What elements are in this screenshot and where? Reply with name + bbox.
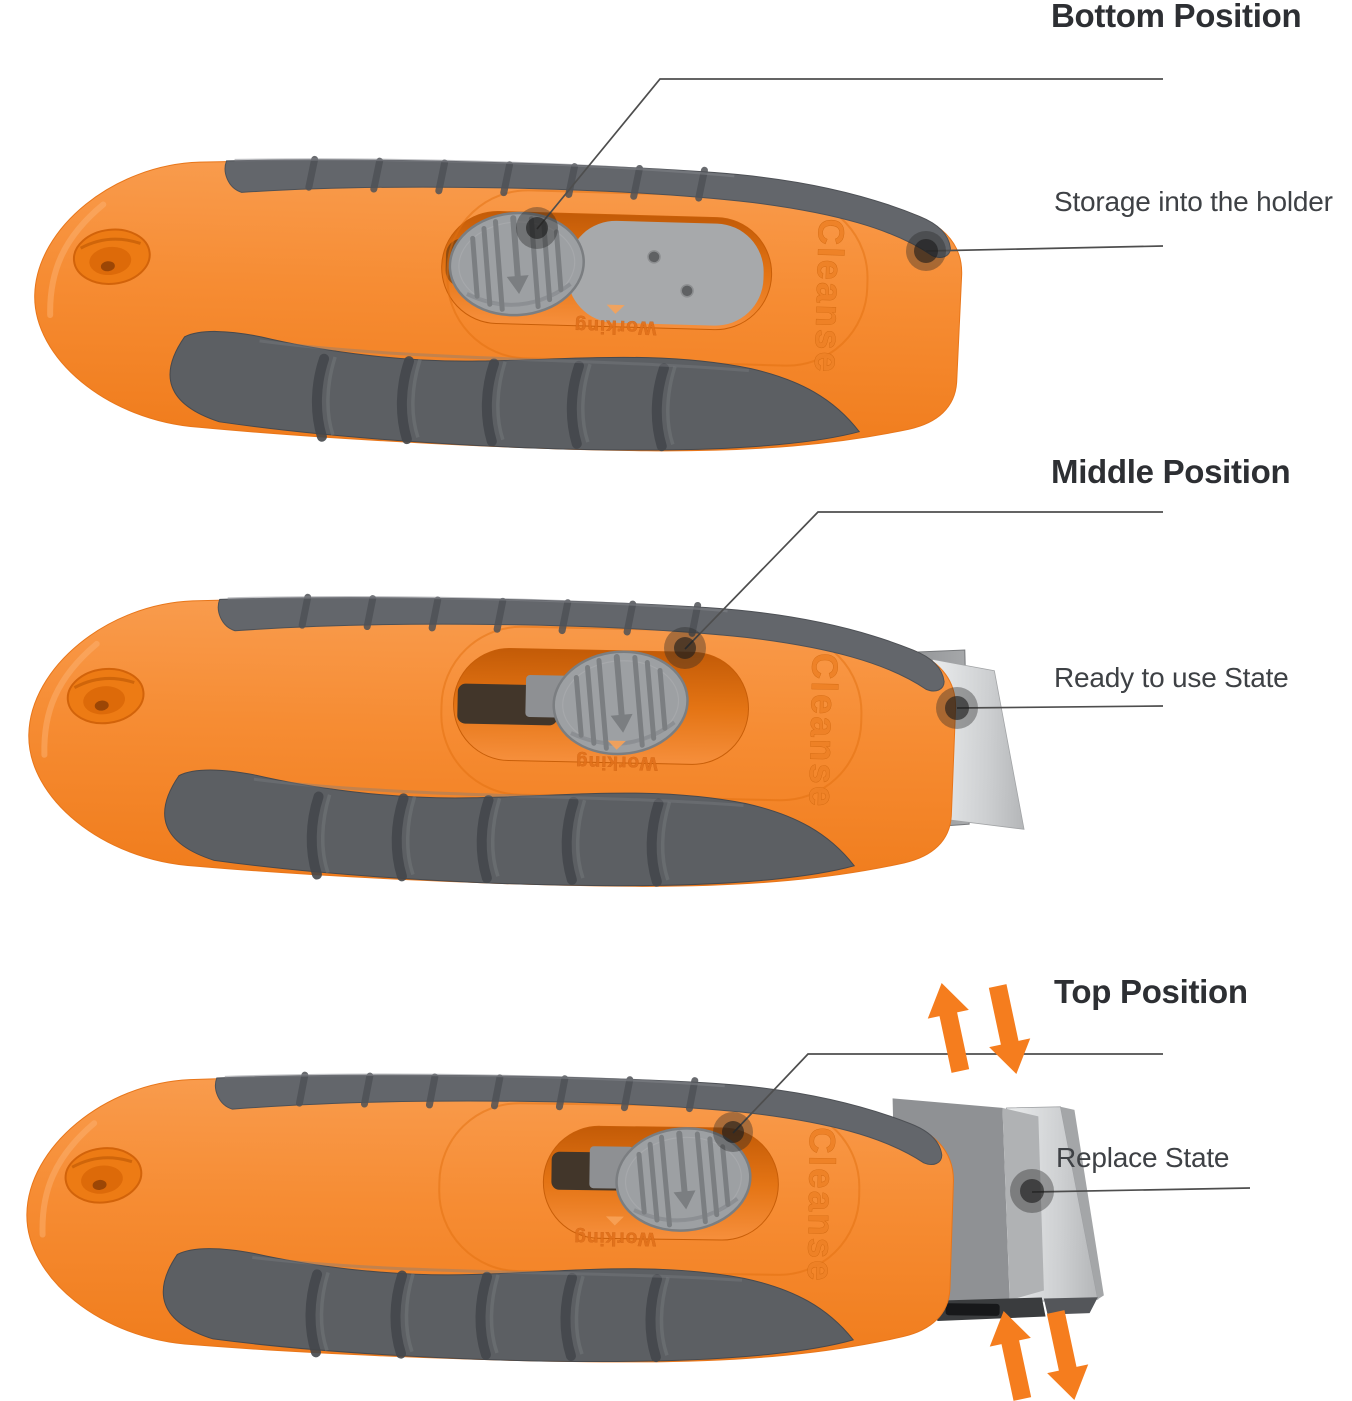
up-arrow-icon [989,1310,1032,1401]
callout-line [1031,1187,1251,1193]
callout-dot [906,231,946,271]
top-grip [215,1071,943,1165]
heading-bottom-position: Bottom Position [1051,0,1302,34]
bottom-grip [162,1248,855,1363]
callout-dot [1010,1169,1054,1213]
triangle-marker-icon [605,1216,624,1226]
screw-icon [680,284,694,298]
bottom-grip [164,769,856,887]
callout-dot [516,207,558,249]
chevron-down-icon [610,713,633,733]
chevron-down-icon [506,275,529,294]
callout-dot [664,627,706,669]
label-storage-into-holder: Storage into the holder [1054,186,1333,217]
top-grip [217,593,945,692]
heading-middle-position: Middle Position [1051,453,1291,490]
label-ready-to-use: Ready to use State [1054,662,1289,693]
working-text: Working [573,315,656,338]
callout-line [684,511,1163,650]
callout-dot [713,1112,753,1152]
callout-dot [936,687,978,729]
working-indicator: Working [573,1216,656,1249]
down-arrow-icon [988,984,1031,1075]
triangle-marker-icon [606,304,625,314]
down-arrow-icon [1046,1310,1089,1401]
working-indicator: Working [573,304,657,338]
slider-button [552,650,689,756]
heading-top-position: Top Position [1054,973,1248,1010]
working-text: Working [573,1227,656,1249]
label-replace-state: Replace State [1056,1142,1230,1173]
scraper-tool-top-position: Cleanse Working [26,1071,1104,1363]
up-arrow-icon [927,982,970,1073]
triangle-marker-icon [607,740,626,750]
brand-text: Cleanse [801,653,845,809]
hanging-hole [64,1147,143,1204]
hanging-hole [66,667,145,725]
bottom-grip [169,330,861,452]
scraper-tool-bottom-position: Cleanse Working [34,155,963,452]
callout-line [536,78,1163,230]
chevron-down-icon [673,1190,696,1210]
callout-dots [516,207,1054,1213]
callout-line [956,705,1164,709]
slide-direction-arrows [927,982,1089,1401]
scraper-tool-middle-position: Cleanse Working [28,593,1025,887]
slider-button [615,1127,752,1232]
screw-icon [647,250,661,264]
callout-line [925,245,1164,252]
brand-text: Cleanse [807,218,852,375]
brand-text: Cleanse [800,1127,843,1283]
callout-lines [536,78,1251,1193]
working-text: Working [575,751,658,774]
working-indicator: Working [575,740,658,774]
hanging-hole [72,228,151,285]
callout-line [732,1053,1163,1134]
